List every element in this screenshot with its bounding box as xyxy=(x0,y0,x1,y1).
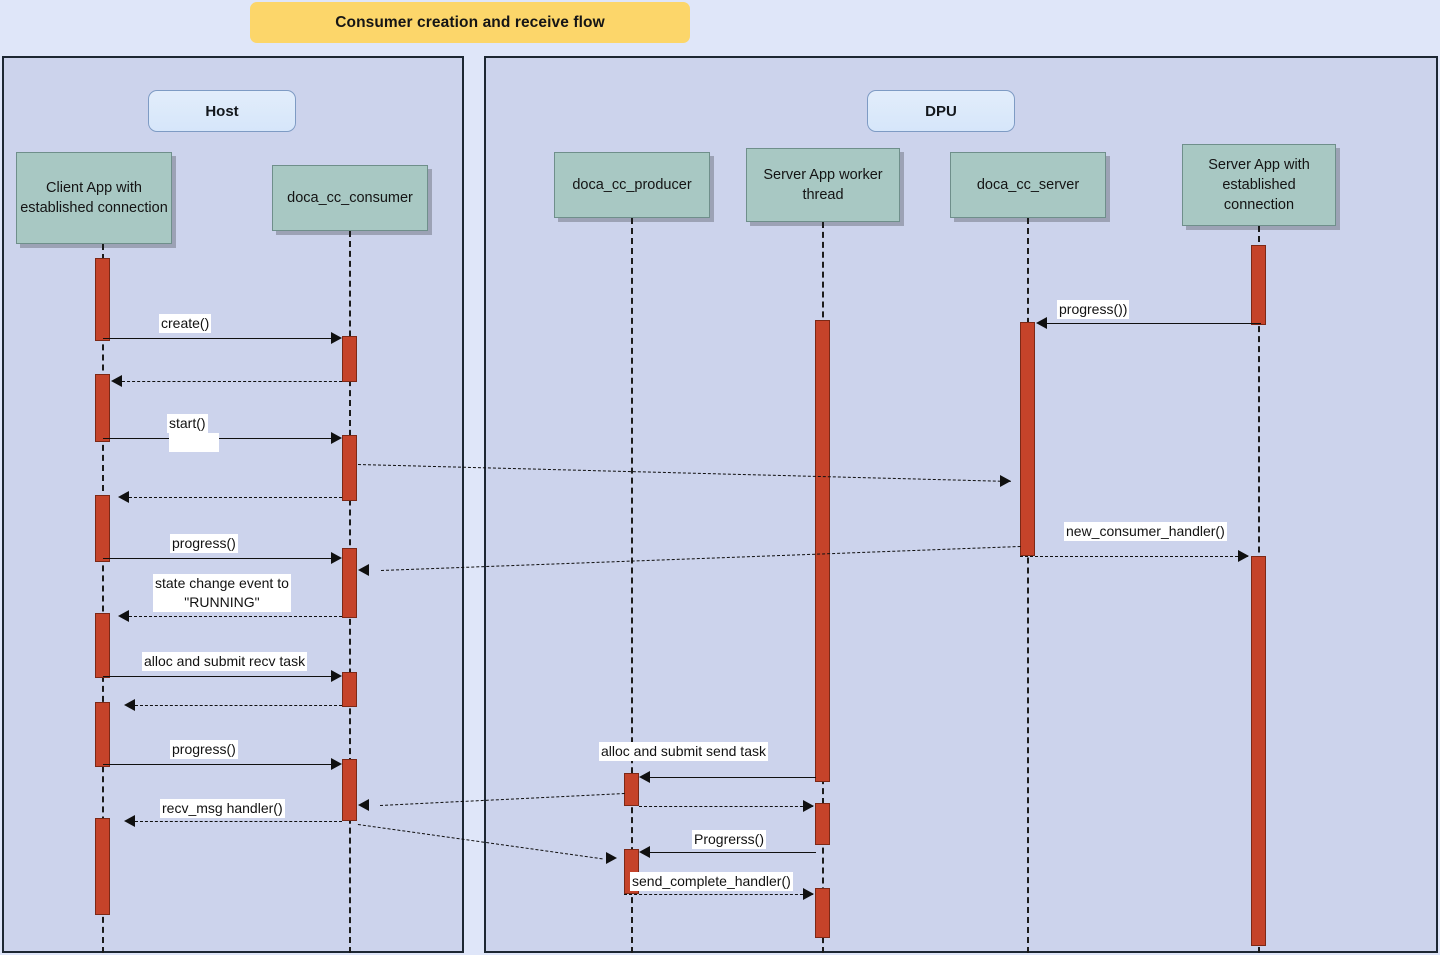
msg-label-create: create() xyxy=(159,314,212,333)
activation-consumer-1 xyxy=(342,336,357,382)
arrowhead-progress-1 xyxy=(331,552,342,564)
activation-consumer-3 xyxy=(342,548,357,618)
msg-line-start-return xyxy=(129,497,342,498)
msg-line-recv-msg-handler xyxy=(135,821,342,822)
msg-label-progress-worker: Progrerss() xyxy=(692,830,767,849)
arrowhead-alloc-recv-return xyxy=(124,699,135,711)
lifeline-producer xyxy=(631,218,633,953)
arrowhead-progress-server xyxy=(1036,317,1047,329)
actor-client-app[interactable]: Client App with established connection xyxy=(16,152,172,244)
activation-client-app-2 xyxy=(95,374,110,442)
arrowhead-new-consumer-handler xyxy=(1238,550,1249,562)
arrowhead-start-to-server xyxy=(1000,475,1011,487)
activation-client-app-6 xyxy=(95,818,110,915)
activation-client-app-4 xyxy=(95,613,110,678)
activation-server-1 xyxy=(1020,322,1035,556)
activation-client-app-3 xyxy=(95,495,110,562)
msg-label-progress-server: progress()) xyxy=(1057,300,1130,319)
arrowhead-consumer-to-producer xyxy=(606,852,617,864)
activation-consumer-4 xyxy=(342,672,357,707)
activation-consumer-2 xyxy=(342,435,357,501)
msg-line-producer-to-worker xyxy=(639,806,813,807)
msg-label-state-change: state change event to "RUNNING" xyxy=(153,574,291,612)
arrowhead-server-to-consumer xyxy=(358,564,369,576)
arrowhead-progress-worker xyxy=(639,846,650,858)
activation-server-app-1 xyxy=(1251,245,1266,325)
msg-line-progress-server xyxy=(1046,323,1261,324)
arrowhead-producer-to-consumer xyxy=(358,799,369,811)
arrowhead-alloc-recv xyxy=(331,670,342,682)
msg-label-progress-1: progress() xyxy=(170,534,238,553)
arrowhead-state-change xyxy=(118,610,129,622)
msg-line-state-change xyxy=(129,616,342,617)
arrowhead-producer-to-worker xyxy=(803,800,814,812)
activation-client-app-1 xyxy=(95,258,110,341)
msg-line-send-complete-handler xyxy=(624,894,813,895)
arrowhead-create xyxy=(331,332,342,344)
panel-label-host: Host xyxy=(148,90,296,132)
diagram-title: Consumer creation and receive flow xyxy=(250,2,690,43)
msg-line-create-return xyxy=(122,381,342,382)
activation-server-app-2 xyxy=(1251,556,1266,946)
msg-line-progress-worker xyxy=(650,852,816,853)
msg-label-new-consumer-handler: new_consumer_handler() xyxy=(1064,522,1227,541)
arrowhead-progress-2 xyxy=(331,758,342,770)
activation-worker-3 xyxy=(815,888,830,938)
arrowhead-start xyxy=(331,432,342,444)
actor-doca-cc-producer[interactable]: doca_cc_producer xyxy=(554,152,710,218)
activation-worker-2 xyxy=(815,803,830,845)
msg-line-new-consumer-handler xyxy=(1020,556,1248,557)
msg-label-start: start() xyxy=(167,414,208,433)
activation-worker-1 xyxy=(815,320,830,782)
msg-label-progress-2: progress() xyxy=(170,740,238,759)
msg-line-alloc-recv xyxy=(103,676,331,677)
panel-label-dpu: DPU xyxy=(867,90,1015,132)
activation-client-app-5 xyxy=(95,702,110,767)
msg-label-start-blank xyxy=(169,433,219,452)
activation-producer-1 xyxy=(624,773,639,806)
msg-line-create xyxy=(103,338,331,339)
msg-line-progress-1 xyxy=(103,558,331,559)
actor-server-app-worker-thread[interactable]: Server App worker thread xyxy=(746,148,900,222)
arrowhead-alloc-send xyxy=(639,771,650,783)
activation-consumer-5 xyxy=(342,759,357,821)
msg-line-alloc-send xyxy=(650,777,816,778)
lifeline-server xyxy=(1027,218,1029,953)
msg-label-alloc-recv: alloc and submit recv task xyxy=(142,652,308,671)
lifeline-client-app xyxy=(102,244,104,953)
msg-label-alloc-send: alloc and submit send task xyxy=(599,742,768,761)
msg-line-progress-2 xyxy=(103,764,331,765)
actor-server-app-established[interactable]: Server App with established connection xyxy=(1182,144,1336,226)
msg-label-recv-msg-handler: recv_msg handler() xyxy=(160,799,285,818)
msg-label-send-complete-handler: send_complete_handler() xyxy=(630,872,793,891)
arrowhead-start-return xyxy=(118,491,129,503)
arrowhead-create-return xyxy=(111,375,122,387)
msg-line-alloc-recv-return xyxy=(135,705,342,706)
arrowhead-recv-msg-handler xyxy=(124,815,135,827)
arrowhead-send-complete-handler xyxy=(803,888,814,900)
actor-doca-cc-consumer[interactable]: doca_cc_consumer xyxy=(272,165,428,231)
actor-doca-cc-server[interactable]: doca_cc_server xyxy=(950,152,1106,218)
